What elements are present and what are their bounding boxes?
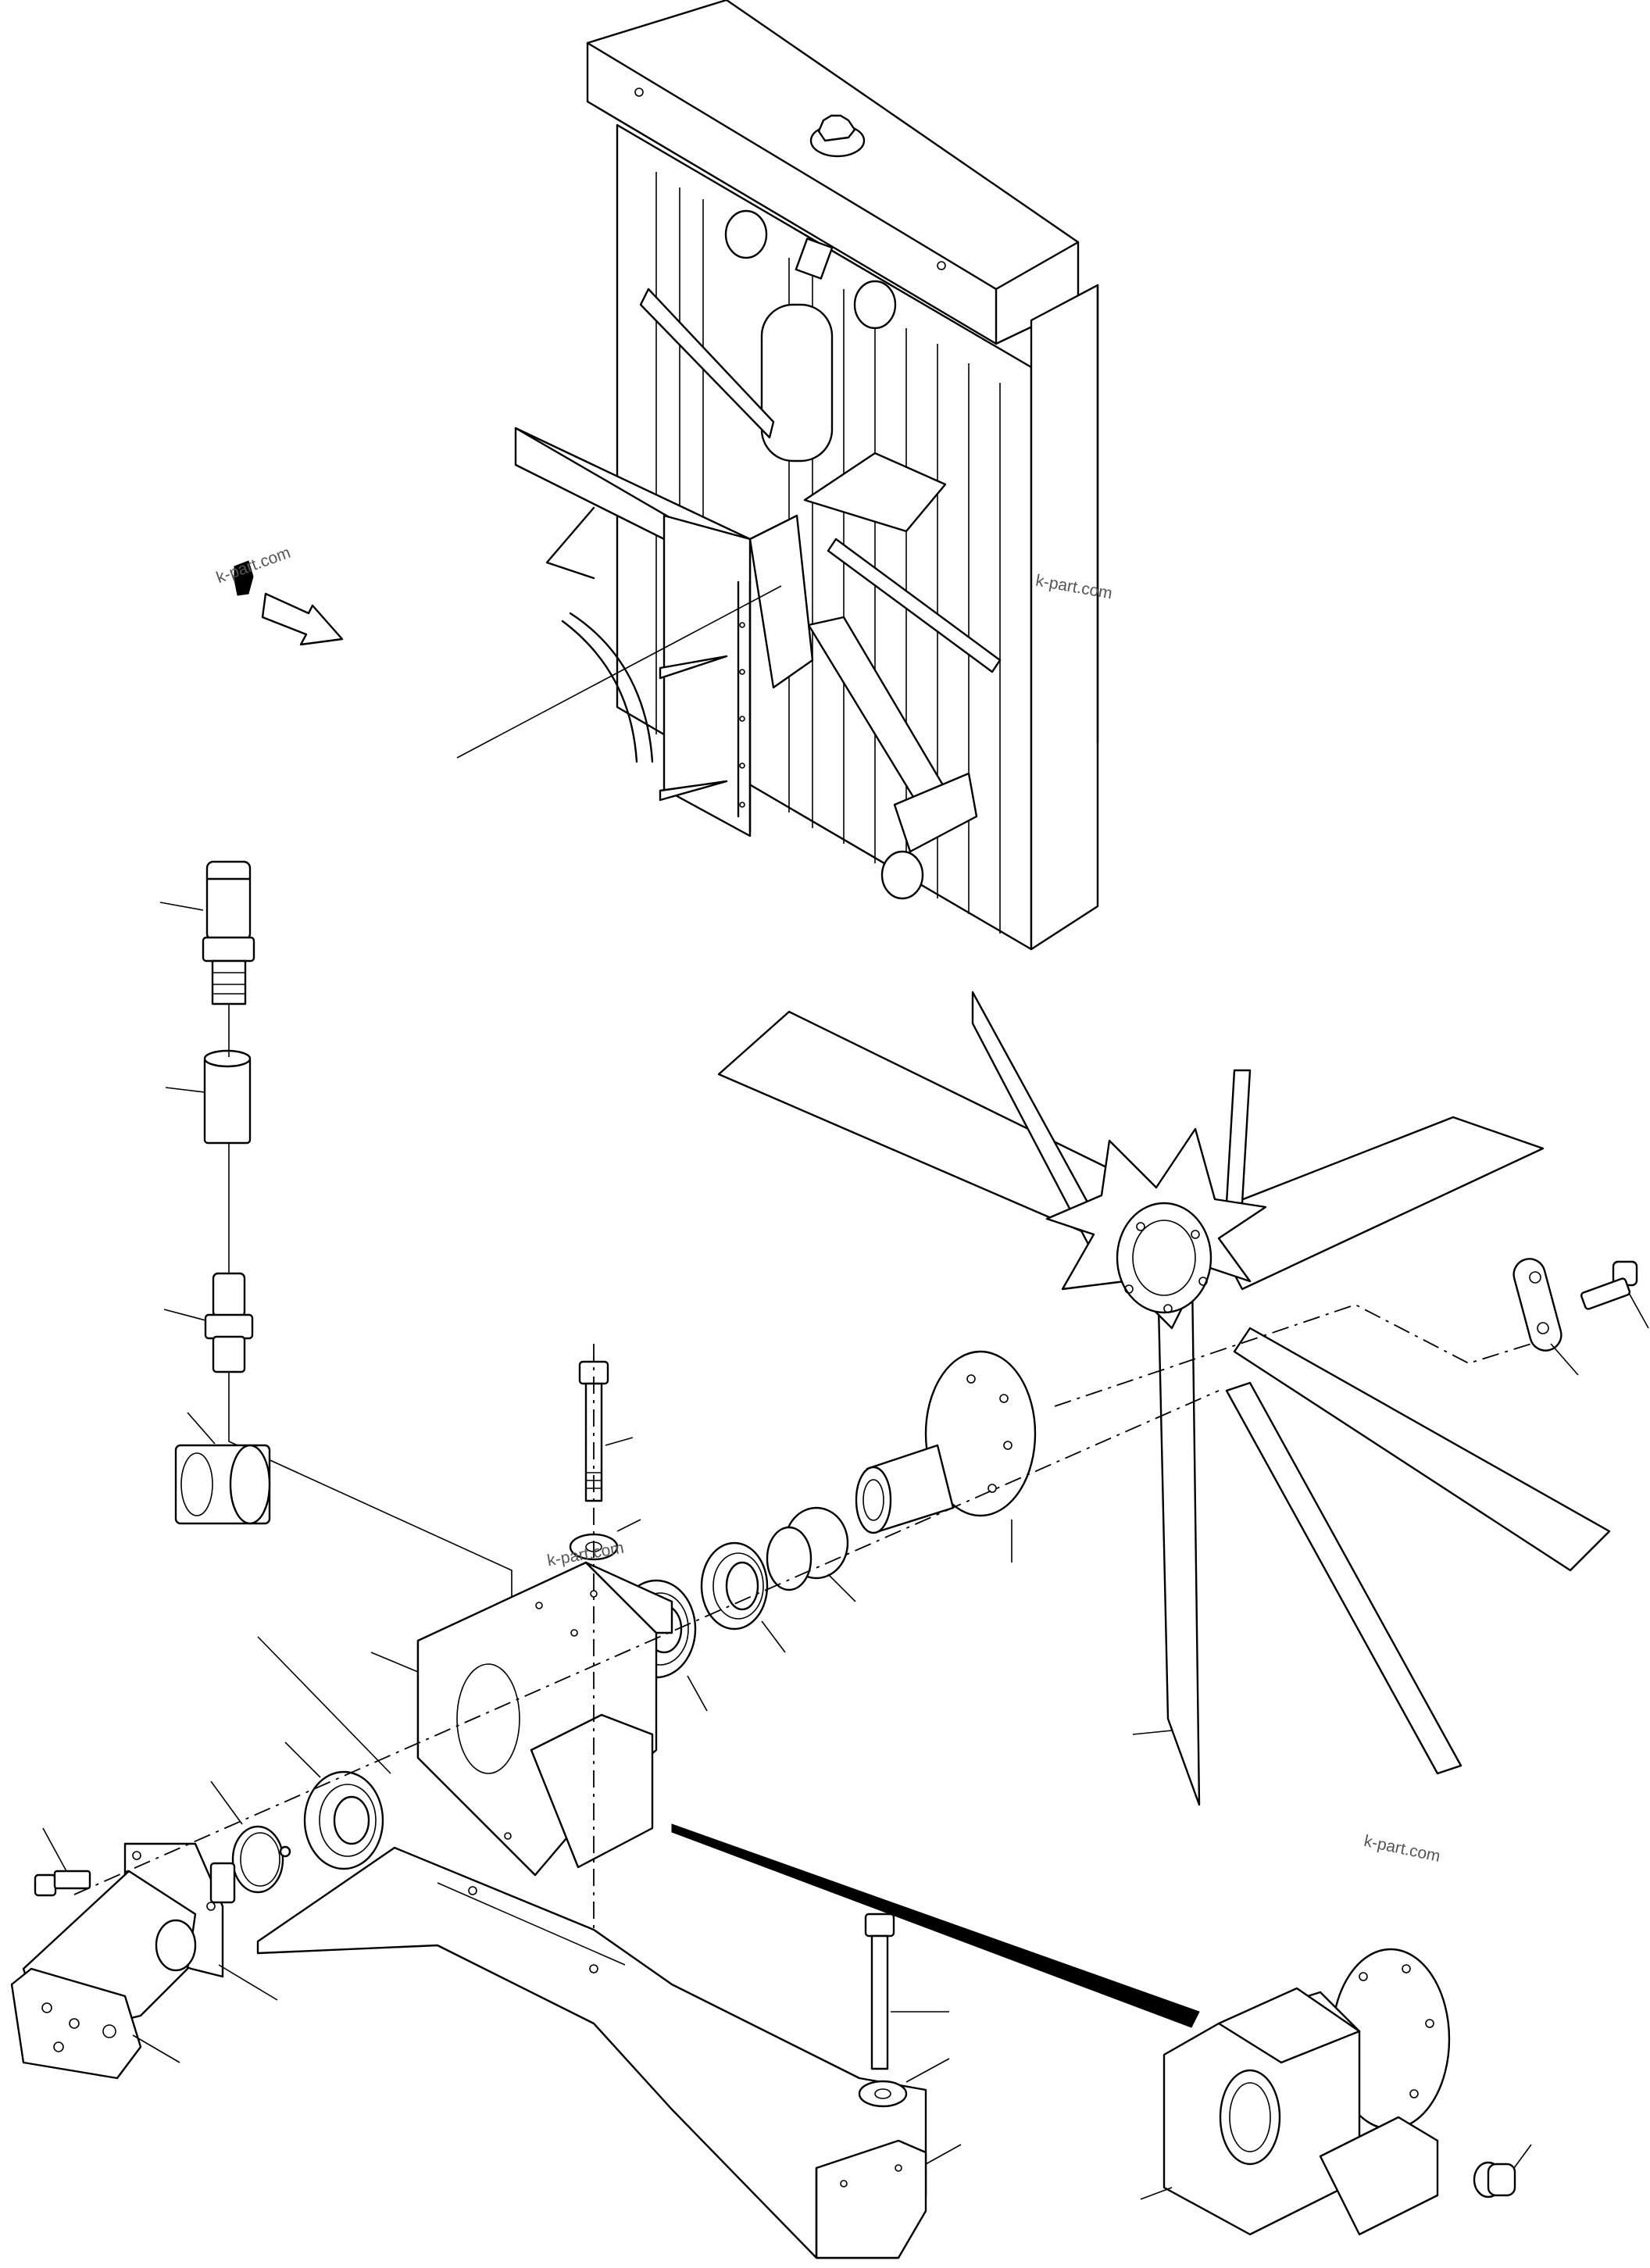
bolt xyxy=(578,1360,634,1502)
radiator-assembly xyxy=(586,0,1099,951)
hydraulic-motor xyxy=(10,1842,278,2080)
retainer-plate xyxy=(1512,1258,1579,1376)
connector-lines xyxy=(228,1004,512,1613)
direction-arrow-icon xyxy=(234,560,344,646)
mounting-bracket xyxy=(256,1846,927,2259)
check-valve xyxy=(159,860,255,1005)
fan-shroud xyxy=(456,427,814,838)
snap-ring xyxy=(210,1780,291,1894)
oil-seal xyxy=(700,1541,786,1653)
bolt-lower xyxy=(864,1913,949,2070)
detail-pointer xyxy=(671,1823,1200,2028)
assembled-housing xyxy=(1140,1948,1451,2236)
assembly-axis-lines xyxy=(73,1344,1220,1961)
washer-lower xyxy=(858,2058,962,2165)
bearing-lower xyxy=(284,1741,384,1870)
plug xyxy=(1473,2144,1532,2198)
bearing-housing xyxy=(370,1561,673,1877)
sleeve xyxy=(165,1049,252,1145)
coupling xyxy=(174,1412,391,1774)
cap-screw xyxy=(1580,1260,1649,1329)
hose-adapter xyxy=(163,1272,254,1373)
fan-hub xyxy=(855,1350,1037,1563)
bolt-small xyxy=(34,1827,91,1897)
spacer-bushing xyxy=(766,1506,856,1602)
fan-blade xyxy=(717,991,1611,1806)
